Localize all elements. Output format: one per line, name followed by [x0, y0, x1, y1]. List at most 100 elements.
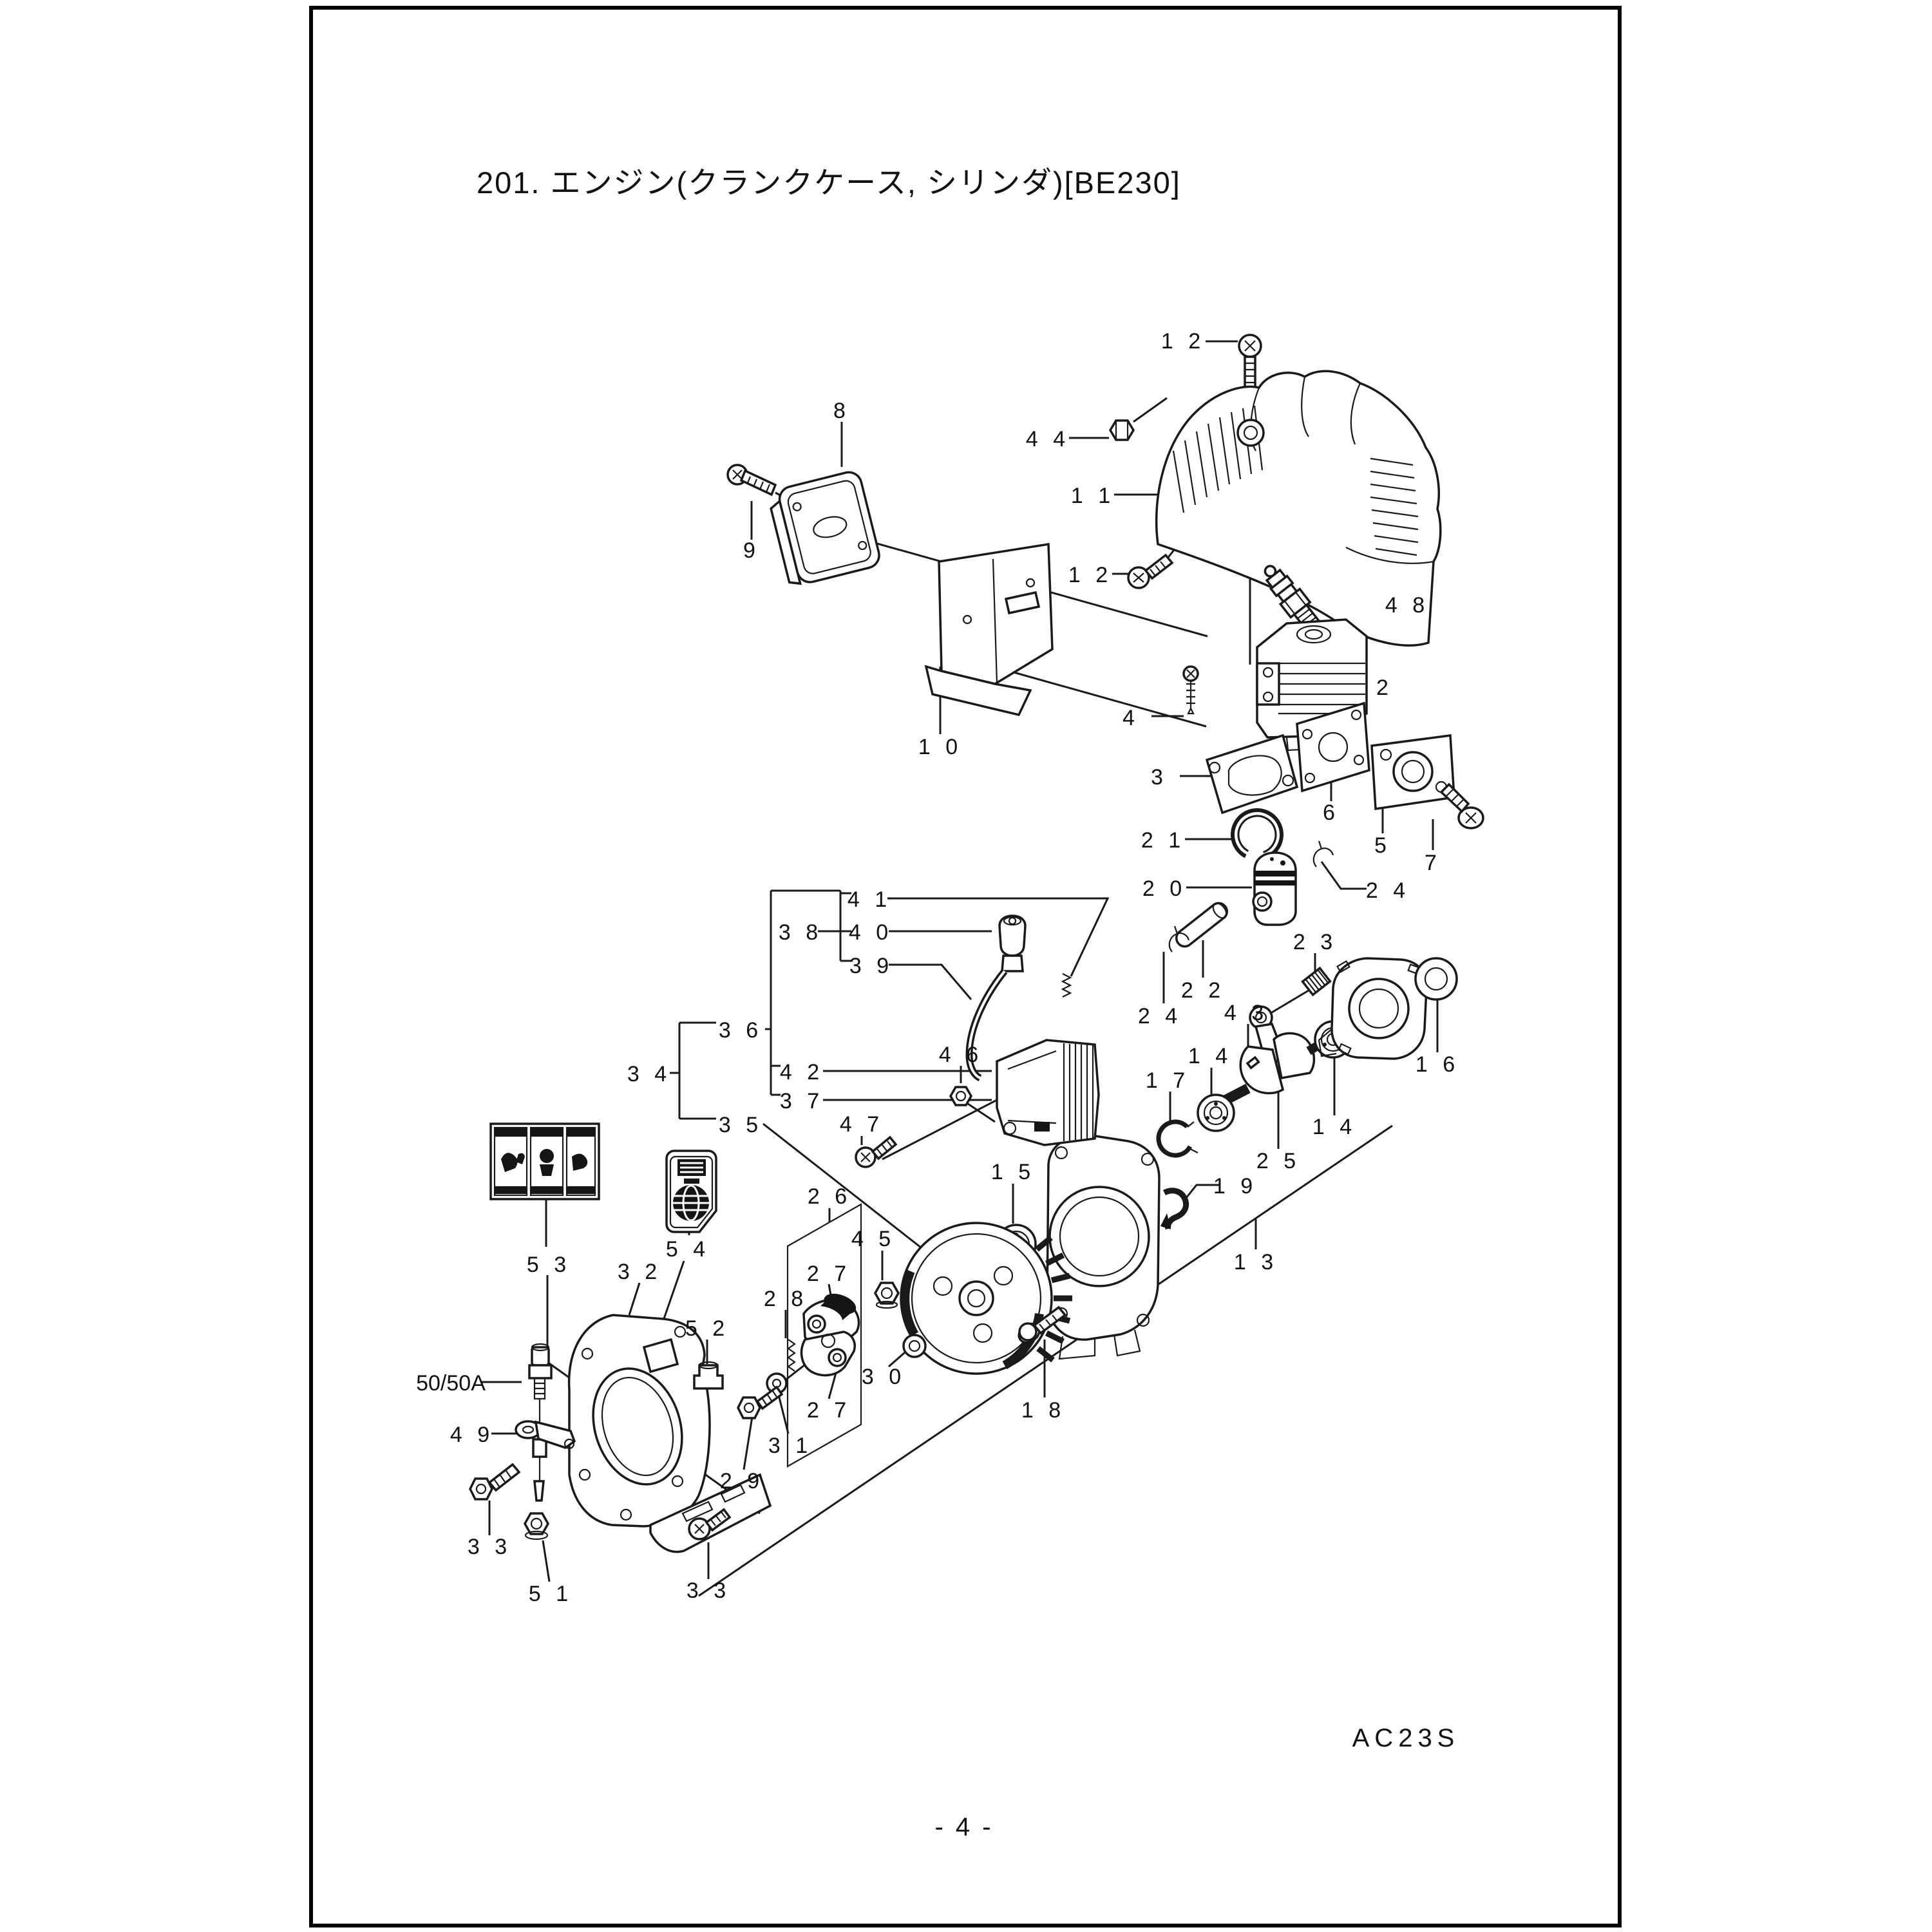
part-label-8-5: 8: [833, 399, 850, 423]
part-label-32-51: 3 2: [618, 1260, 661, 1284]
part-label-27-44: 2 7: [807, 1262, 851, 1286]
part-label-19-26: 1 9: [1213, 1174, 1257, 1198]
ball-bearing-left-drawing: [1197, 1094, 1235, 1132]
part-label-2-8: 2: [1376, 676, 1393, 700]
part-label-26-43: 2 6: [808, 1184, 851, 1209]
clutch-spring-drawing: [787, 1339, 796, 1372]
part-label-45-29: 4 5: [851, 1227, 895, 1251]
part-label-3-10: 3: [1151, 765, 1168, 790]
part-label-30-30: 3 0: [862, 1365, 905, 1389]
screw-12-top-drawing: [1238, 334, 1262, 392]
part-label-50/50A-53: 50/50A: [416, 1371, 486, 1396]
part-label-53-49: 5 3: [527, 1253, 571, 1277]
part-label-20-15: 2 0: [1142, 876, 1186, 901]
part-label-34-37: 3 4: [627, 1062, 671, 1086]
retainer-clip-drawing: [1160, 1188, 1189, 1230]
page-number: - 4 -: [934, 1813, 993, 1841]
part-label-12-3: 1 2: [1068, 563, 1112, 587]
part-label-51-56: 5 1: [529, 1582, 573, 1606]
part-label-17-22: 1 7: [1146, 1068, 1189, 1093]
flywheel-drawing: [900, 1222, 1072, 1375]
cylinder-gasket-drawing: [1205, 734, 1299, 815]
part-label-40-34: 4 0: [849, 920, 893, 945]
part-label-41-32: 4 1: [848, 887, 891, 912]
piston-drawing: [1252, 851, 1297, 926]
part-label-33-57: 3 3: [687, 1578, 730, 1603]
bolt-18-drawing: [1018, 1305, 1067, 1344]
washer-30-drawing: [902, 1334, 927, 1358]
part-label-31-47: 3 1: [768, 1434, 812, 1458]
part-label-42-38: 4 2: [780, 1060, 824, 1084]
nut-46-drawing: [949, 1086, 973, 1106]
part-label-27-46: 2 7: [807, 1398, 851, 1423]
part-label-23-17: 2 3: [1293, 930, 1337, 954]
part-label-29-48: 2 9: [720, 1469, 764, 1493]
clutch-assembly-box: [786, 1203, 862, 1468]
part-number-labels: 1 2 4 4 1 1 1 2 4 8 8 9 1 0 2 4 3 6 5 7 2 1 2 0 2 4 2 3 2 …: [416, 329, 1459, 1606]
part-label-47-42: 4 7: [840, 1112, 884, 1137]
pin-clip-left-drawing: [1168, 925, 1190, 952]
insulator-gasket-drawing: [1296, 701, 1370, 793]
piston-pin-drawing: [1175, 902, 1228, 948]
cylinder-drawing: [1256, 618, 1368, 752]
part-label-10-7: 1 0: [918, 735, 962, 759]
screw-47-drawing: [855, 1135, 898, 1168]
part-label-52-52: 5 2: [685, 1316, 729, 1341]
bolt-9-drawing: [726, 464, 777, 497]
part-label-13-27: 1 3: [1234, 1250, 1278, 1274]
part-label-6-11: 6: [1323, 800, 1340, 825]
part-label-35-40: 3 5: [719, 1113, 762, 1137]
globe-decal: [665, 1150, 717, 1233]
pin-clip-right-drawing: [1312, 840, 1334, 867]
clutch-drawing: [800, 1293, 860, 1377]
part-label-37-39: 3 7: [780, 1089, 824, 1113]
part-label-12-0: 1 2: [1161, 329, 1205, 354]
warning-pictograms-decal: [489, 1122, 600, 1200]
flywheel-nut-drawing: [873, 1282, 900, 1309]
part-label-21-14: 2 1: [1141, 828, 1185, 853]
part-label-15-28: 1 5: [991, 1160, 1035, 1184]
part-label-4-9: 4: [1122, 706, 1139, 730]
part-label-18-31: 1 8: [1021, 1398, 1065, 1423]
oil-seal-drawing: [1414, 957, 1458, 1001]
part-label-22-18: 2 2: [1181, 978, 1225, 1003]
part-label-46-41: 4 6: [939, 1043, 983, 1067]
part-label-14-24: 1 4: [1312, 1115, 1356, 1139]
muffler-bracket-drawing: [924, 542, 1054, 717]
circlip-drawing: [1156, 1119, 1198, 1158]
nut-51-drawing: [523, 1512, 550, 1540]
page-title: 201. エンジン(クランクケース, シリンダ)[BE230]: [477, 166, 1181, 200]
part-label-5-12: 5: [1374, 833, 1391, 858]
ignition-coil-drawing: [996, 1039, 1100, 1146]
bolt-33-left-drawing: [469, 1463, 521, 1501]
part-label-7-13: 7: [1425, 851, 1441, 875]
part-label-43-20: 4 3: [1224, 1001, 1268, 1025]
part-label-36-36: 3 6: [719, 1018, 762, 1043]
screw-4-drawing: [1182, 665, 1199, 715]
part-label-24-16: 2 4: [1366, 878, 1410, 903]
grommet-drawing: [693, 1361, 724, 1390]
part-label-14-21: 1 4: [1188, 1044, 1232, 1068]
insulator-drawing: [1370, 734, 1455, 811]
part-label-33-55: 3 3: [468, 1535, 511, 1559]
part-label-11-2: 1 1: [1071, 484, 1115, 508]
nut-44-drawing: [1108, 419, 1135, 441]
part-label-39-35: 3 9: [849, 954, 893, 978]
bolt-29-drawing: [737, 1385, 784, 1419]
part-label-38-33: 3 8: [779, 920, 822, 945]
bolt-33-right-drawing: [688, 1508, 732, 1540]
muffler-drawing: [770, 471, 880, 585]
part-label-48-4: 4 8: [1385, 593, 1429, 618]
needle-bearing-drawing: [1301, 966, 1332, 997]
part-label-9-6: 9: [743, 538, 760, 563]
part-label-16-23: 1 6: [1416, 1052, 1459, 1077]
fan-cover-drawing: [1155, 370, 1442, 652]
piston-ring-drawing: [1231, 808, 1283, 861]
doc-code: AC23S: [1352, 1724, 1460, 1752]
part-label-44-1: 4 4: [1026, 427, 1070, 451]
cap-spring-drawing: [1061, 973, 1072, 998]
crankcase-right-drawing: [1318, 957, 1428, 1060]
washer-bracket-drawing: [515, 1420, 576, 1450]
part-label-24-19: 2 4: [1138, 1004, 1182, 1028]
